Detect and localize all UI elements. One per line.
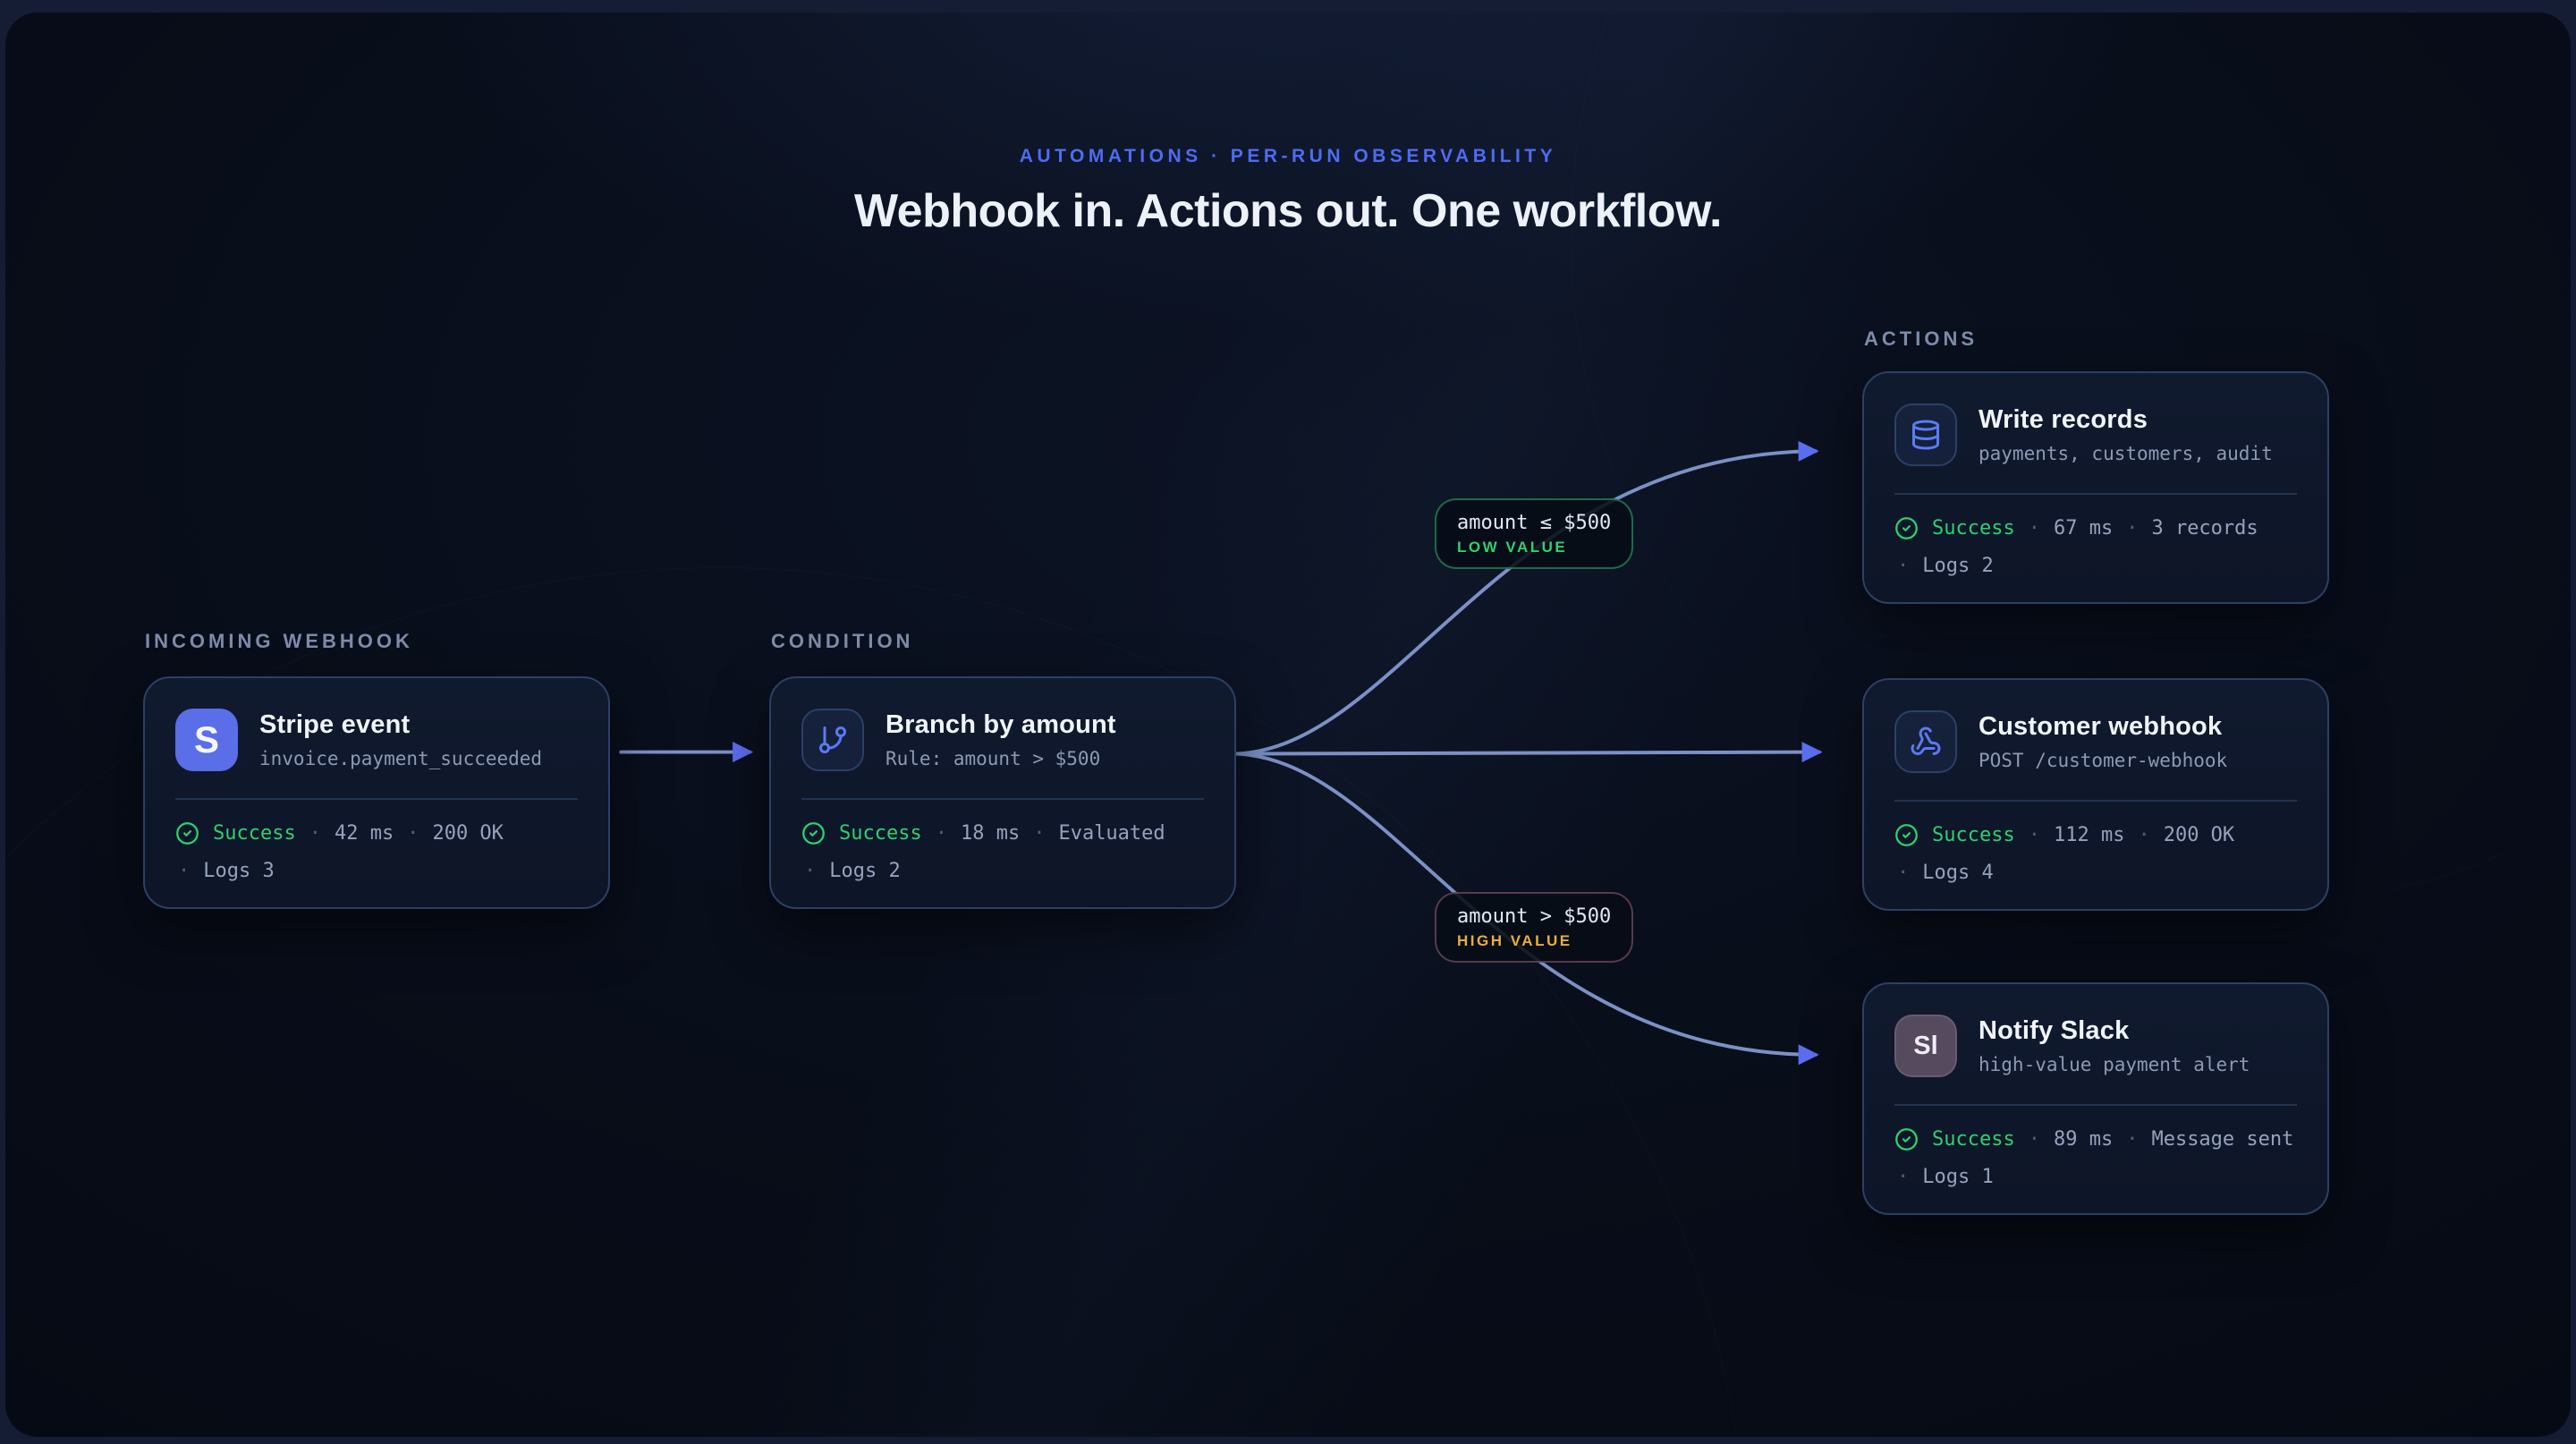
section-label-incoming-webhook: INCOMING WEBHOOK — [145, 630, 413, 652]
node-subtitle: high-value payment alert — [1979, 1054, 2250, 1075]
node-notify-slack[interactable]: Sl Notify Slack high-value payment alert… — [1862, 982, 2329, 1215]
logs-count: Logs 4 — [1922, 862, 1994, 884]
eyebrow-label: AUTOMATIONS · PER-RUN OBSERVABILITY — [1019, 146, 1557, 166]
canvas: AUTOMATIONS · PER-RUN OBSERVABILITY Webh… — [5, 13, 2571, 1437]
separator-dot: · — [407, 822, 419, 845]
edge-label-high-value: amount > $500 HIGH VALUE — [1435, 892, 1634, 963]
edge-tag-text: HIGH VALUE — [1457, 932, 1572, 950]
node-title: Write records — [1979, 405, 2148, 434]
separator-dot: · — [1897, 862, 1910, 884]
separator-dot: · — [2028, 517, 2040, 539]
status-label: Success — [213, 822, 296, 845]
node-title: Customer webhook — [1979, 712, 2223, 741]
detail-metric: 200 OK — [432, 822, 504, 845]
section-label-actions: ACTIONS — [1864, 327, 1978, 350]
section-label-condition: CONDITION — [771, 630, 914, 652]
logs-row: · Logs 2 — [1894, 555, 2297, 577]
detail-metric: Message sent — [2151, 1128, 2294, 1151]
divider — [175, 798, 578, 800]
slack-initials-badge: Sl — [1894, 1015, 1957, 1077]
separator-dot: · — [178, 860, 191, 882]
status-row: Success · 42 ms · 200 OK — [175, 821, 578, 845]
edge-label-low-value: amount ≤ $500 LOW VALUE — [1435, 498, 1634, 569]
check-circle-icon — [802, 822, 825, 845]
separator-dot: · — [2126, 1128, 2139, 1151]
check-circle-icon — [1895, 824, 1918, 846]
edge-tag-text: LOW VALUE — [1457, 539, 1568, 556]
node-header: Sl Notify Slack high-value payment alert — [1894, 1015, 2297, 1077]
node-customer-webhook[interactable]: Customer webhook POST /customer-webhook … — [1862, 678, 2329, 911]
check-circle-icon — [176, 822, 199, 845]
duration-metric: 42 ms — [334, 822, 394, 845]
separator-dot: · — [1033, 822, 1046, 845]
separator-dot: · — [2126, 517, 2139, 539]
logs-row: · Logs 4 — [1894, 862, 2297, 884]
status-row: Success · 89 ms · Message sent — [1894, 1127, 2297, 1151]
logs-count: Logs 1 — [1922, 1166, 1994, 1188]
node-stripe-event[interactable]: S Stripe event invoice.payment_succeeded… — [143, 676, 610, 909]
separator-dot: · — [2028, 1128, 2040, 1151]
status-row: Success · 18 ms · Evaluated — [801, 821, 1204, 845]
node-subtitle: POST /customer-webhook — [1979, 750, 2228, 771]
node-header: Write records payments, customers, audit — [1894, 403, 2297, 466]
detail-metric: 3 records — [2151, 517, 2258, 539]
divider — [1894, 1104, 2297, 1106]
separator-dot: · — [309, 822, 321, 845]
detail-metric: 200 OK — [2163, 824, 2235, 846]
status-label: Success — [839, 822, 922, 845]
logs-count: Logs 2 — [829, 860, 901, 882]
duration-metric: 89 ms — [2053, 1128, 2114, 1151]
node-header: Customer webhook POST /customer-webhook — [1894, 710, 2297, 773]
separator-dot: · — [1897, 1166, 1910, 1188]
node-title: Stripe event — [259, 710, 411, 739]
logs-count: Logs 2 — [1922, 555, 1994, 577]
divider — [1894, 800, 2297, 802]
logs-row: · Logs 2 — [801, 860, 1204, 882]
separator-dot: · — [2028, 824, 2040, 846]
divider — [1894, 493, 2297, 495]
webhook-icon — [1894, 710, 1957, 773]
edge-branch-to-customer-webhook — [1234, 742, 1823, 763]
status-label: Success — [1932, 1128, 2015, 1151]
node-subtitle: payments, customers, audit — [1979, 443, 2273, 464]
node-subtitle: invoice.payment_succeeded — [259, 748, 543, 769]
divider — [801, 798, 1204, 800]
separator-dot: · — [804, 860, 817, 882]
stripe-logo-letter: S — [193, 718, 219, 760]
status-row: Success · 67 ms · 3 records — [1894, 516, 2297, 540]
edge-condition-text: amount ≤ $500 — [1457, 512, 1612, 534]
node-title: Notify Slack — [1979, 1016, 2130, 1045]
separator-dot: · — [2138, 824, 2150, 846]
status-row: Success · 112 ms · 200 OK — [1894, 823, 2297, 847]
edge-condition-text: amount > $500 — [1457, 905, 1612, 928]
logs-row: · Logs 1 — [1894, 1166, 2297, 1188]
slack-badge-letters: Sl — [1913, 1031, 1938, 1060]
node-subtitle: Rule: amount > $500 — [886, 748, 1101, 769]
stripe-s-logo: S — [175, 709, 238, 771]
logs-row: · Logs 3 — [175, 860, 578, 882]
status-label: Success — [1932, 824, 2015, 846]
node-title: Branch by amount — [886, 710, 1116, 739]
check-circle-icon — [1895, 517, 1918, 539]
duration-metric: 18 ms — [960, 822, 1021, 845]
duration-metric: 112 ms — [2053, 824, 2125, 846]
node-write-records[interactable]: Write records payments, customers, audit… — [1862, 371, 2329, 604]
detail-metric: Evaluated — [1058, 822, 1165, 845]
status-label: Success — [1932, 517, 2015, 539]
logs-count: Logs 3 — [203, 860, 275, 882]
node-header: Branch by amount Rule: amount > $500 — [801, 709, 1204, 771]
page-title: Webhook in. Actions out. One workflow. — [854, 185, 1722, 237]
duration-metric: 67 ms — [2053, 517, 2114, 539]
node-header: S Stripe event invoice.payment_succeeded — [175, 709, 578, 771]
database-icon — [1894, 403, 1957, 466]
node-branch-by-amount[interactable]: Branch by amount Rule: amount > $500 Suc… — [769, 676, 1236, 909]
separator-dot: · — [1897, 555, 1910, 577]
git-branch-icon — [801, 709, 864, 771]
separator-dot: · — [935, 822, 947, 845]
edge-branch-to-write-records — [1234, 440, 1819, 756]
check-circle-icon — [1895, 1128, 1918, 1151]
